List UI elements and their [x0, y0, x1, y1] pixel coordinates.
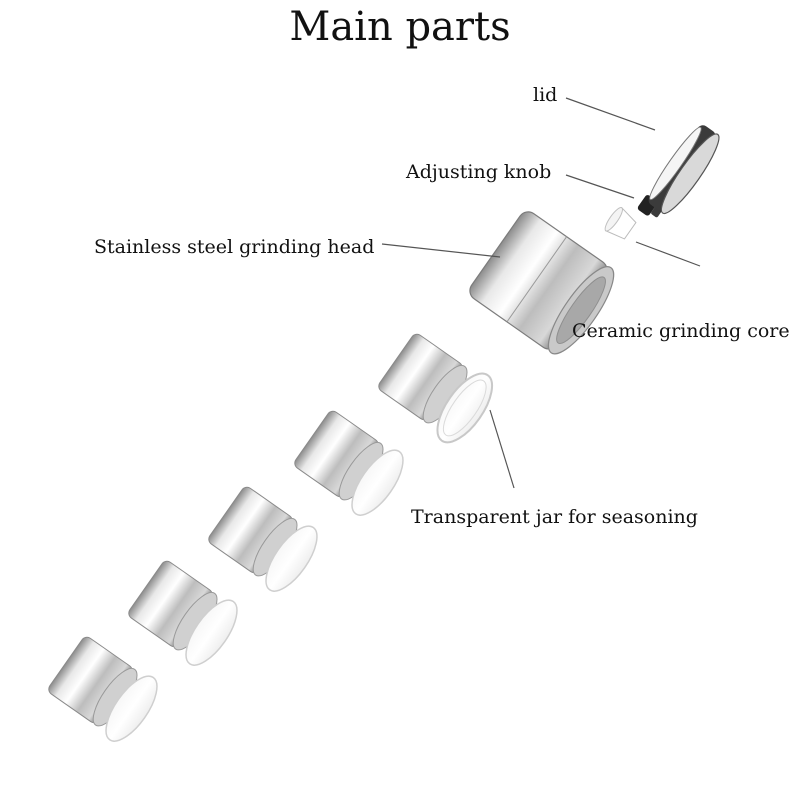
diagram-title: Main parts: [289, 4, 511, 50]
lid-part: [648, 125, 720, 215]
ceramic-core-part: [604, 207, 637, 240]
grinding-head-label: Stainless steel grinding head: [94, 236, 375, 258]
jar-leader-line: [489, 409, 515, 489]
knob-leader-line: [565, 174, 635, 199]
jar-segment-2: [128, 560, 238, 666]
jar-segment-5: [378, 333, 494, 444]
jar-segment-1: [48, 636, 158, 742]
jar-segment-4: [294, 410, 404, 516]
jar-segment-3: [208, 486, 318, 592]
jar-label: Transparent jar for seasoning: [411, 506, 698, 528]
grinding-head-leader-line: [381, 243, 501, 258]
lid-label: lid: [533, 84, 558, 106]
grinding-head-part: [469, 211, 615, 355]
core-leader-line: [635, 241, 701, 267]
adjusting-knob-label: Adjusting knob: [406, 161, 552, 183]
lid-leader-line: [565, 97, 656, 131]
grinding-core-label: Ceramic grinding core: [572, 320, 790, 342]
